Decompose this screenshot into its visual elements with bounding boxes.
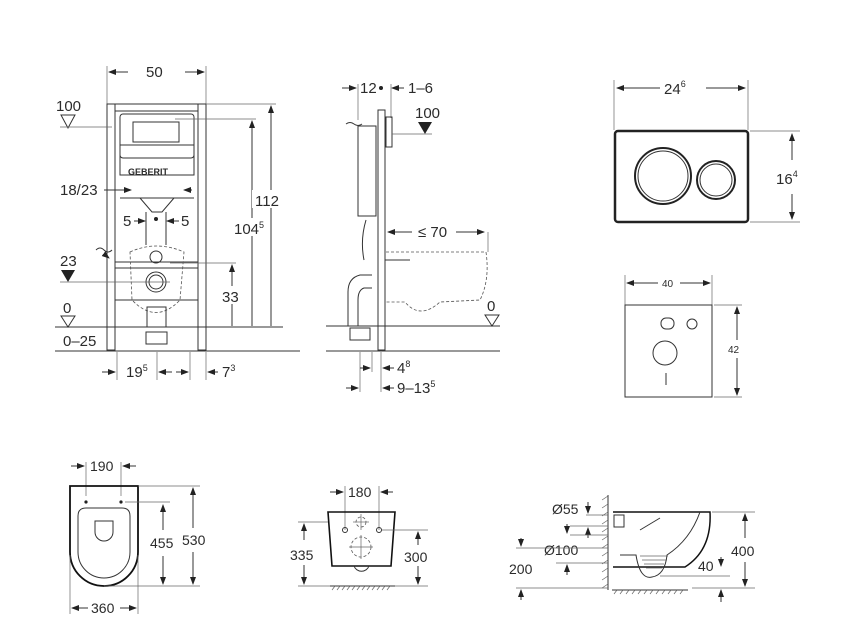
- dim-height-total: 112: [255, 193, 279, 210]
- dim-wall-range: 1–6: [408, 80, 433, 97]
- dim-panel-width: 40: [662, 279, 674, 290]
- dim-panel-height: 42: [728, 345, 740, 356]
- frame-front-view: 50 GEBERIT 100 18/23 5 5 23: [55, 64, 300, 381]
- dim-depth-top: 12: [360, 80, 377, 97]
- dim-plate-width: 246: [664, 79, 686, 98]
- dim-back-hole-spacing: 180: [348, 484, 372, 500]
- frame-side-view: 12 1–6 100 ≤ 70 0 48 9–135: [326, 80, 500, 397]
- offset-left-label: 5: [123, 213, 131, 230]
- dim-bowl-projection: ≤ 70: [418, 224, 447, 241]
- dim-width: 360: [91, 600, 115, 616]
- dim-offset-b: 9–135: [397, 379, 435, 397]
- dim-width: 50: [146, 64, 163, 81]
- offset-right-label: 5: [181, 213, 189, 230]
- dim-inlet-diameter: Ø55: [552, 501, 579, 517]
- dim-foot-left: 195: [126, 363, 148, 381]
- dim-plate-height: 164: [776, 169, 798, 188]
- floor-range-label: 0–25: [63, 333, 96, 350]
- toilet-back-view: 180 335 300: [290, 484, 428, 591]
- dim-height-actuator: 1045: [234, 220, 264, 238]
- dim-offset-a: 48: [397, 359, 410, 377]
- dim-back-height-holes: 335: [290, 547, 314, 563]
- dim-back-height-outlet: 300: [404, 549, 428, 565]
- geberit-logo: GEBERIT: [128, 167, 169, 177]
- side-level-zero-label: 0: [487, 298, 495, 315]
- toilet-top-view: 190 455 530 360: [69, 458, 206, 616]
- level-connection-label: 23: [60, 253, 77, 270]
- level-top-label: 100: [56, 98, 81, 115]
- dim-hole-spacing: 190: [90, 458, 114, 474]
- dim-water-depth: 40: [698, 558, 714, 574]
- side-level-top-label: 100: [415, 105, 440, 122]
- wall-panel-drawing: 40 42: [624, 275, 742, 398]
- dim-hole-to-front: 455: [150, 535, 174, 551]
- dim-outlet-diameter: Ø100: [544, 542, 578, 558]
- dim-height: 400: [731, 543, 755, 559]
- dim-height-outlet: 33: [222, 289, 239, 306]
- flush-plate-drawing: 246 164: [613, 79, 800, 224]
- dim-foot-right: 73: [222, 363, 235, 381]
- level-zero-label: 0: [63, 300, 71, 317]
- toilet-side-view: Ø55 Ø100 200 400 40: [509, 495, 755, 602]
- dim-length: 530: [182, 532, 206, 548]
- spacing-label: 18/23: [60, 182, 98, 199]
- dim-outlet-height: 200: [509, 561, 533, 577]
